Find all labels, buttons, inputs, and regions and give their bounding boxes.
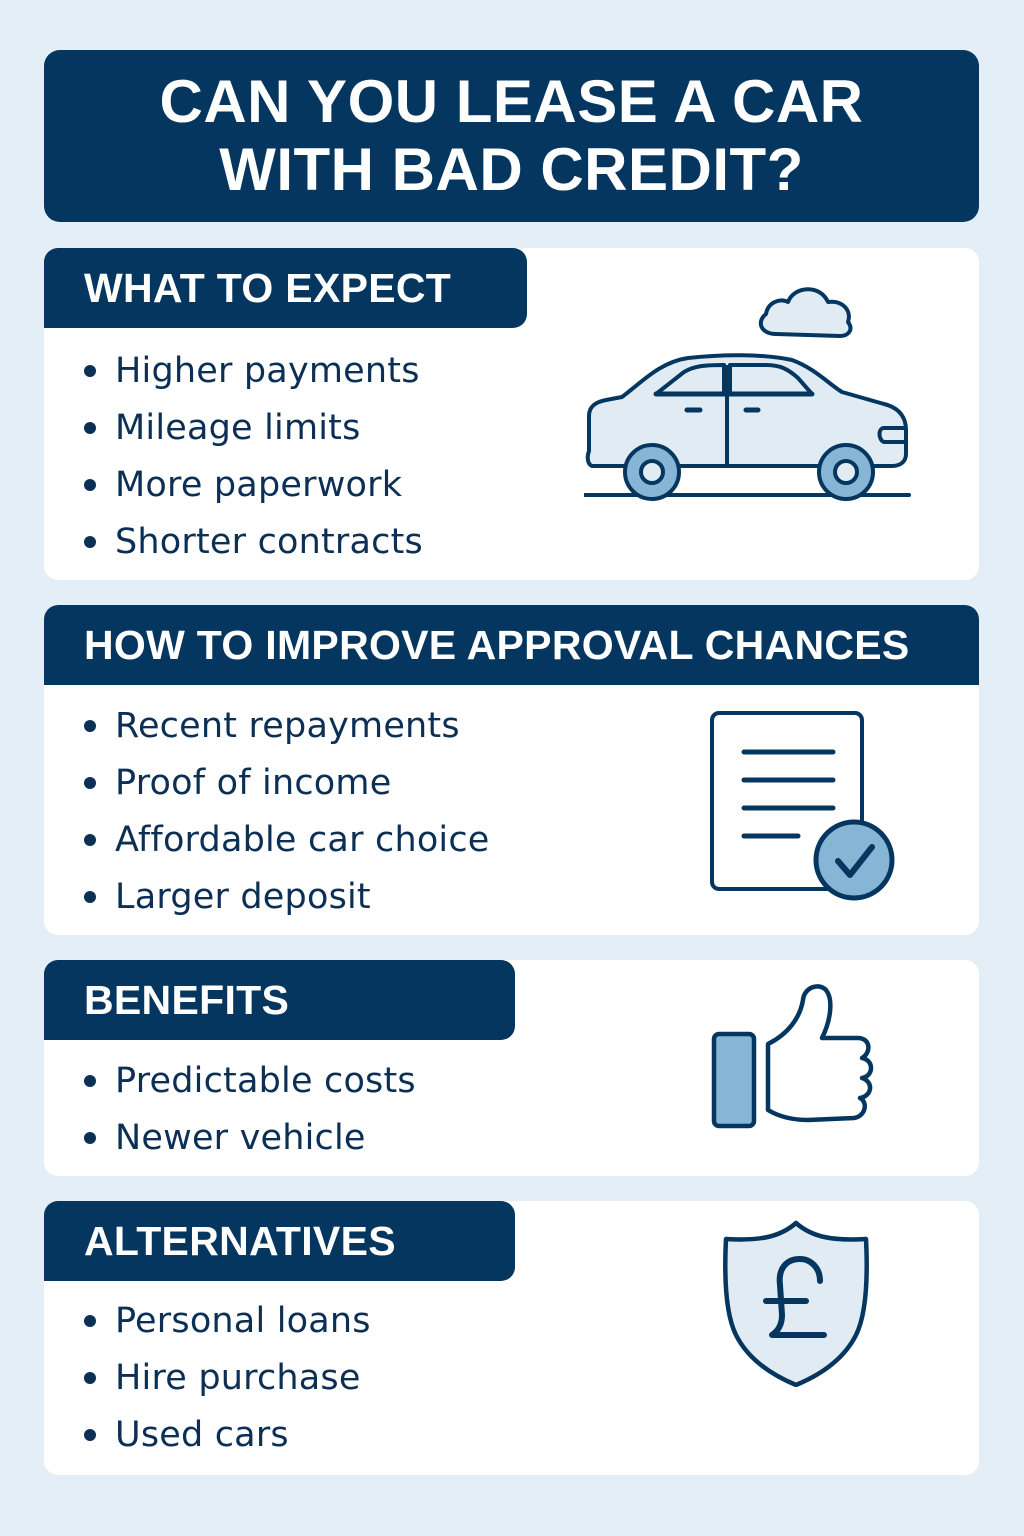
bullet-icon [84, 1074, 96, 1087]
section-what-to-expect: WHAT TO EXPECT Higher payments Mileage l… [44, 248, 979, 580]
bullet-icon [84, 421, 96, 434]
title-line-1: CAN YOU LEASE A CAR [159, 68, 864, 135]
list-item: Newer vehicle [84, 1109, 416, 1166]
section-heading: BENEFITS [84, 976, 290, 1023]
list-item: Shorter contracts [84, 513, 423, 570]
bullet-icon [84, 719, 96, 732]
bullet-list: Personal loans Hire purchase Used cars [84, 1292, 371, 1463]
list-item: Larger deposit [84, 868, 490, 925]
bullet-icon [84, 1428, 96, 1441]
pound-shield-icon [720, 1219, 872, 1387]
bullet-icon [84, 364, 96, 377]
section-heading: WHAT TO EXPECT [84, 264, 452, 311]
list-item: Hire purchase [84, 1349, 371, 1406]
car-icon [584, 276, 914, 501]
section-heading: ALTERNATIVES [84, 1217, 396, 1264]
bullet-icon [84, 1371, 96, 1384]
bullet-list: Predictable costs Newer vehicle [84, 1052, 416, 1166]
list-item: Predictable costs [84, 1052, 416, 1109]
section-benefits: BENEFITS Predictable costs Newer vehicle [44, 960, 979, 1176]
list-item: Recent repayments [84, 697, 490, 754]
section-heading: HOW TO IMPROVE APPROVAL CHANCES [84, 621, 910, 668]
section-improve-approval: HOW TO IMPROVE APPROVAL CHANCES Recent r… [44, 605, 979, 935]
list-item: Personal loans [84, 1292, 371, 1349]
bullet-icon [84, 1131, 96, 1144]
bullet-icon [84, 478, 96, 491]
bullet-list: Higher payments Mileage limits More pape… [84, 342, 423, 570]
bullet-icon [84, 890, 96, 903]
section-header: HOW TO IMPROVE APPROVAL CHANCES [44, 605, 979, 685]
list-item: Used cars [84, 1406, 371, 1463]
section-header: BENEFITS [44, 960, 515, 1040]
document-check-icon [708, 709, 898, 904]
bullet-icon [84, 833, 96, 846]
list-item: Mileage limits [84, 399, 423, 456]
bullet-icon [84, 535, 96, 548]
title-banner: CAN YOU LEASE A CAR WITH BAD CREDIT? [44, 50, 979, 222]
list-item: More paperwork [84, 456, 423, 513]
section-alternatives: ALTERNATIVES Personal loans Hire purchas… [44, 1201, 979, 1475]
bullet-icon [84, 1314, 96, 1327]
section-header: ALTERNATIVES [44, 1201, 515, 1281]
title-line-2: WITH BAD CREDIT? [219, 136, 804, 203]
list-item: Proof of income [84, 754, 490, 811]
bullet-list: Recent repayments Proof of income Afford… [84, 697, 490, 925]
bullet-icon [84, 776, 96, 789]
list-item: Higher payments [84, 342, 423, 399]
thumbs-up-icon [708, 982, 878, 1137]
section-header: WHAT TO EXPECT [44, 248, 527, 328]
list-item: Affordable car choice [84, 811, 490, 868]
